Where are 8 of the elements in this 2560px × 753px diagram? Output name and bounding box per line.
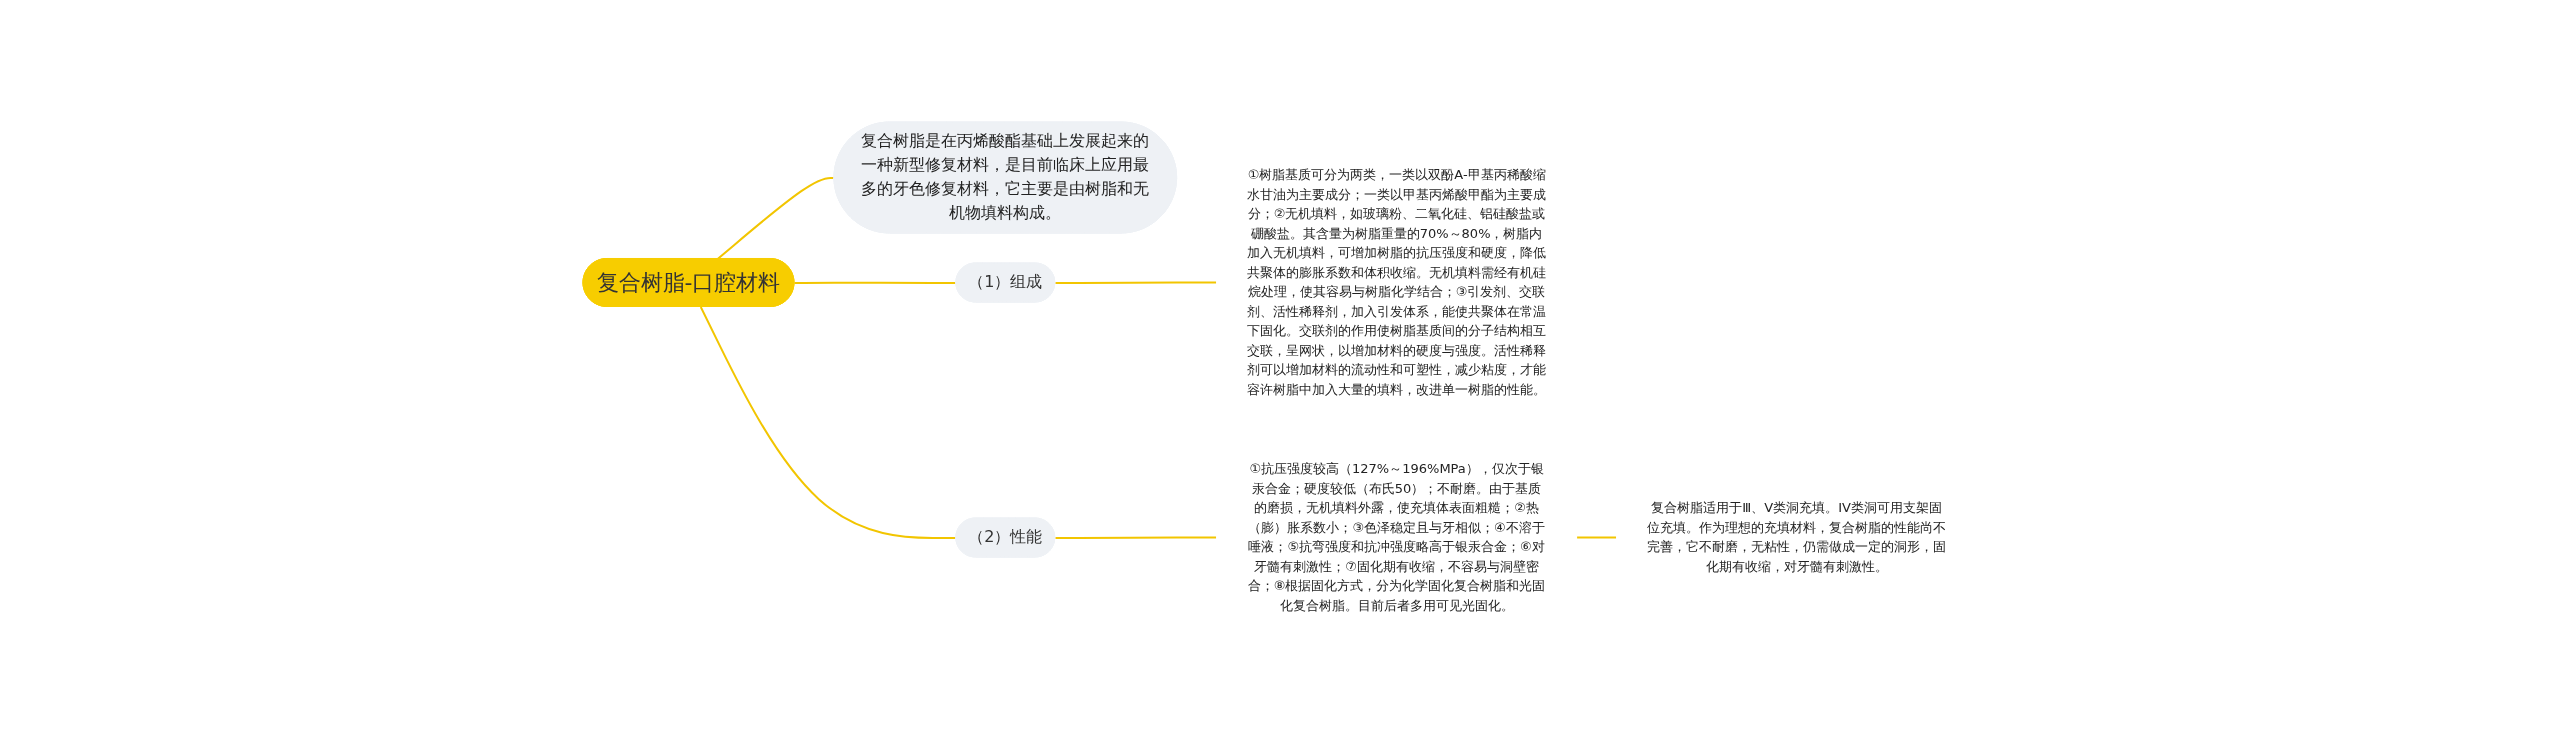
node-text: 复合树脂适用于Ⅲ、Ⅴ类洞充填。IV类洞可用支架固位充填。作为理想的充填材料，复合树脂的性能尚不完善，它不耐磨，无粘性，仍需做成一定的洞形，固化期有收缩，对牙髓有刺激性。 [1647,500,1947,575]
node-text: ①树脂基质可分为两类，一类以双酚A-甲基丙稀酸缩水甘油为主要成分；一类以甲基丙烯酸甲酯为主要成分；②无机填料，如玻璃粉、二氧化硅、铝硅酸盐或硼酸盐。其含量为树脂重量的70%～80%，树脂内加入无机填料，可增加树脂的抗压强度和硬度，降低共聚体的膨胀系数和体积收缩。无机填料需经有机硅烷处理，使其容易与树脂化学结合；③引发剂、交联剂、活性稀释剂，加入引发体系，能使共聚体在常温下固化。交联剂的作用使树脂基质间的分子结构相互交联，呈网状，以增加材料的硬度与强度。活性稀释剂可以增加材料的流动性和可塑性，减少粘度，才能容许树脂中加入大量的填料，改进单一树脂的性能。 [1247,167,1547,398]
connector [1575,536,1618,539]
connector [1054,281,1218,285]
node-text: ①抗压强度较高（127%～196%MPa），仅次于银汞合金；硬度较低（布氏50）；不耐磨。由于基质的磨损，无机填料外露，使充填体表面粗糙；②热（膨）胀系数小；③色泽稳定且与牙相似；④不溶于唾液；⑤抗弯强度和抗冲强度略高于银汞合金；⑥对牙髓有刺激性；⑦固化期有收缩，不容易与洞壁密合；⑧根据固化方式，分为化学固化复合树脂和光固化复合树脂。目前后者多用可见光固化。 [1247,461,1546,614]
connector [793,281,958,285]
connector [1054,536,1218,540]
connector [699,306,958,540]
